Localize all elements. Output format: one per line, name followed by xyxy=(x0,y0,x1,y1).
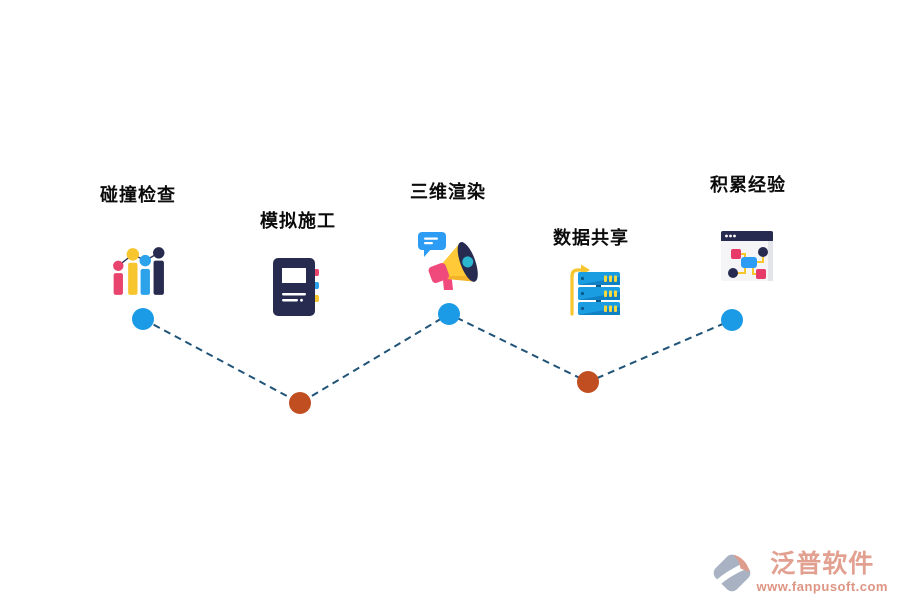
feature-experience-accumulation: 积累经验 xyxy=(700,171,796,285)
feature-label: 三维渲染 xyxy=(410,182,486,202)
brand-watermark: 泛普软件 www.fanpusoft.com xyxy=(712,552,888,594)
brand-name: 泛普软件 xyxy=(770,550,875,578)
feature-label: 碰撞检查 xyxy=(100,185,176,205)
zigzag-dot-high xyxy=(132,308,154,330)
feature-label: 数据共享 xyxy=(553,228,629,248)
megaphone-icon xyxy=(418,232,478,290)
brand-url: www.fanpusoft.com xyxy=(756,579,888,594)
zigzag-dot-low xyxy=(289,392,311,414)
flowchart-window-icon xyxy=(721,231,773,281)
zigzag-dot-high xyxy=(721,309,743,331)
feature-3d-rendering: 三维渲染 xyxy=(400,178,496,290)
server-share-icon xyxy=(570,264,620,316)
feature-data-sharing: 数据共享 xyxy=(543,224,639,318)
fanpu-logo-icon xyxy=(712,554,753,592)
feature-label: 积累经验 xyxy=(710,175,786,195)
zigzag-dot-low xyxy=(577,371,599,393)
zigzag-dot-high xyxy=(438,303,460,325)
feature-collision-check: 碰撞检查 xyxy=(90,181,186,295)
feature-simulated-construction: 模拟施工 xyxy=(250,207,346,317)
bar-chart-icon xyxy=(113,247,165,295)
feature-label: 模拟施工 xyxy=(260,211,336,231)
notebook-icon xyxy=(273,258,319,316)
